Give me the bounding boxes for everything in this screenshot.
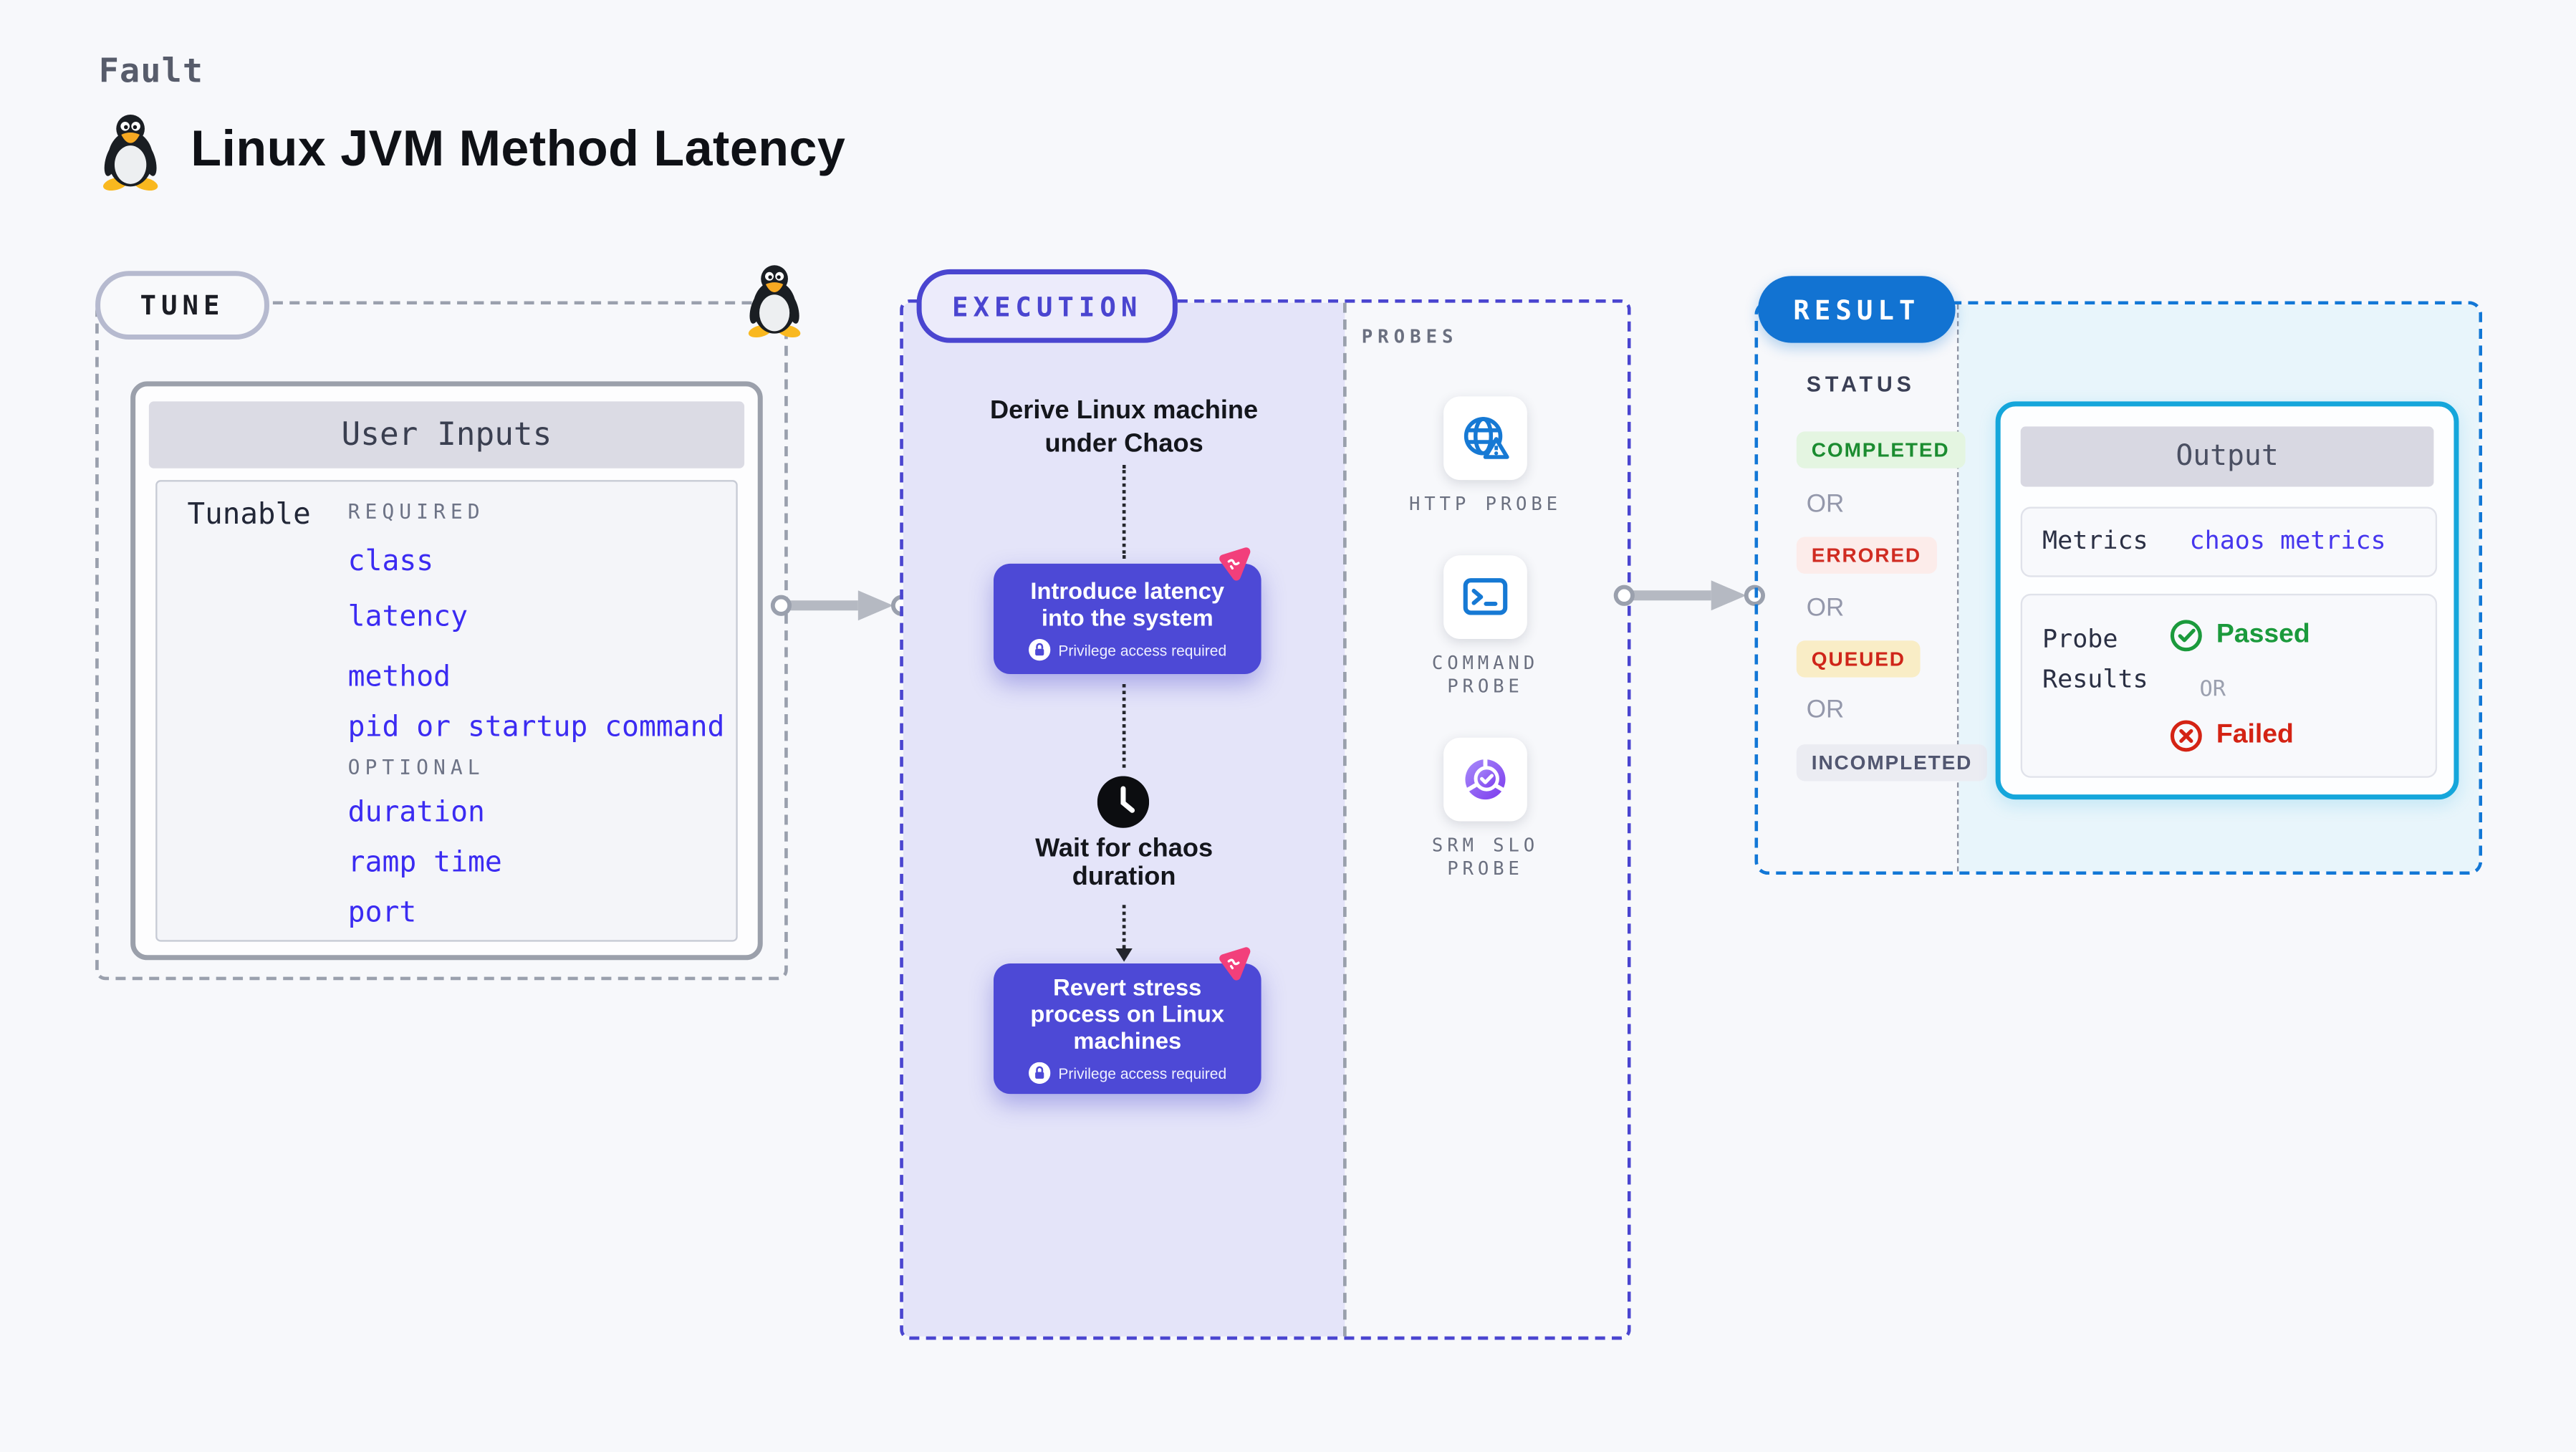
param-duration: duration: [347, 796, 485, 830]
chaos-icon: [1219, 547, 1251, 581]
probes-divider: [1343, 302, 1347, 1337]
terminal-icon: [1463, 578, 1508, 615]
tune-pill: TUNE: [95, 271, 269, 340]
required-label: REQUIRED: [347, 500, 485, 524]
derive-step-text: Derive Linux machine under Chaos: [990, 396, 1259, 458]
result-divider: [1956, 304, 1959, 872]
chaos-icon: [1219, 947, 1251, 981]
metrics-label: Metrics: [2042, 525, 2148, 556]
command-probe-label: COMMAND PROBE: [1431, 652, 1539, 698]
probe-results-row: Probe Results Passed OR Failed: [2020, 593, 2438, 778]
connector-arrowhead: [1115, 948, 1133, 962]
clock-icon: [1097, 776, 1150, 828]
or-label: OR: [1806, 490, 1845, 519]
tune-section-box: [95, 301, 788, 981]
or-label: OR: [1806, 696, 1845, 725]
lock-icon: [1028, 1062, 1050, 1085]
user-inputs-table: User Inputs Tunable REQUIRED class laten…: [130, 381, 763, 961]
title-row: Linux JVM Method Latency: [97, 110, 845, 191]
execution-pill: EXECUTION: [916, 269, 1178, 343]
page-title: Linux JVM Method Latency: [191, 122, 846, 178]
privilege-note-row: Privilege access required: [1028, 638, 1226, 661]
x-circle-icon: [2170, 720, 2202, 752]
output-title: Output: [2020, 426, 2434, 487]
srm-slo-probe-card: [1443, 737, 1527, 822]
privilege-note-row: Privilege access required: [1028, 1062, 1226, 1085]
result-pill: RESULT: [1758, 276, 1956, 343]
or-label: OR: [1806, 593, 1845, 622]
lock-icon: [1028, 638, 1050, 661]
check-circle-icon: [2170, 620, 2202, 652]
metrics-value: chaos metrics: [2189, 525, 2386, 556]
tunable-label: Tunable: [187, 498, 311, 532]
status-badge-incompleted: INCOMPLETED: [1796, 744, 1988, 782]
connector-dotted-3: [1122, 905, 1126, 948]
or-label: OR: [2199, 677, 2226, 703]
user-inputs-title: User Inputs: [148, 401, 745, 468]
param-latency: latency: [347, 600, 468, 634]
command-probe-card: [1443, 555, 1527, 639]
param-class: class: [347, 545, 434, 579]
probe-results-label: Probe Results: [2042, 623, 2148, 695]
execution-section-box: PROBES Derive Linux machine under Chaos …: [900, 299, 1631, 1340]
param-ramp-time: ramp time: [347, 846, 502, 880]
status-badge-errored: ERRORED: [1796, 537, 1937, 574]
status-label: STATUS: [1806, 371, 1916, 397]
http-probe-card: [1443, 396, 1527, 481]
introduce-latency-step: Introduce latency into the system Privil…: [993, 563, 1261, 675]
param-pid-or-startup-command: pid or startup command: [347, 711, 725, 745]
param-method: method: [347, 660, 451, 695]
wait-step-text: Wait for chaos duration: [1035, 835, 1213, 892]
revert-stress-step: Revert stress process on Linux machines …: [993, 963, 1261, 1095]
status-badge-queued: QUEUED: [1796, 640, 1921, 678]
http-probe-label: HTTP PROBE: [1408, 493, 1562, 516]
globe-alert-icon: [1464, 417, 1509, 459]
status-badge-completed: COMPLETED: [1796, 431, 1965, 468]
arrow-execution-to-result: [1613, 580, 1766, 611]
optional-label: OPTIONAL: [347, 756, 485, 780]
tux-penguin-small-icon: [748, 265, 801, 338]
tux-penguin-icon: [103, 114, 158, 191]
passed-result: Passed: [2169, 619, 2310, 653]
slo-donut-icon: [1465, 757, 1506, 800]
connector-dotted-2: [1122, 684, 1126, 768]
output-card: Output Metrics chaos metrics Probe Resul…: [1995, 401, 2459, 800]
result-section-box: STATUS COMPLETED OR ERRORED OR QUEUED OR…: [1754, 301, 2483, 875]
failed-result: Failed: [2169, 719, 2294, 753]
metrics-row: Metrics chaos metrics: [2020, 506, 2438, 577]
srm-slo-probe-label: SRM SLO PROBE: [1431, 835, 1539, 880]
connector-dotted-1: [1122, 465, 1126, 559]
probes-label: PROBES: [1361, 326, 1458, 348]
user-inputs-body: Tunable REQUIRED class latency method pi…: [155, 480, 738, 942]
arrow-tune-to-execution: [770, 590, 913, 621]
fault-kicker: Fault: [98, 50, 204, 91]
param-port: port: [347, 896, 417, 931]
